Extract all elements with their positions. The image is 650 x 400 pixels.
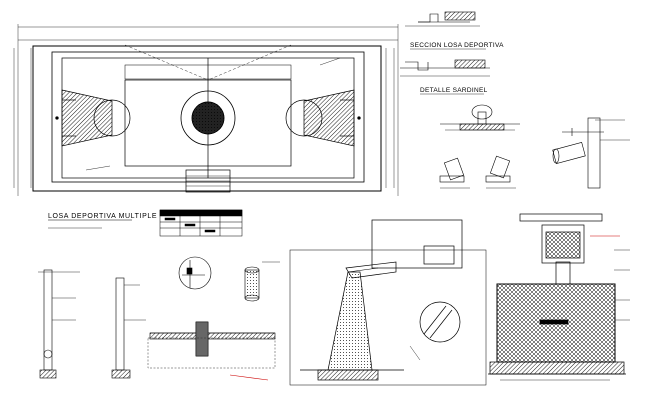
cylinder-detail bbox=[244, 261, 280, 302]
section-detail bbox=[405, 11, 480, 27]
post-elevation-left bbox=[38, 269, 80, 379]
section-drawing bbox=[400, 59, 490, 77]
bracket-details bbox=[439, 155, 516, 189]
post-elevation-center bbox=[111, 277, 146, 379]
backboard-structure-elevation bbox=[289, 219, 487, 386]
detail-title: DETALLE SARDINEL bbox=[420, 87, 488, 94]
main-title: LOSA DEPORTIVA MULTIPLE bbox=[48, 213, 157, 220]
court-plan bbox=[13, 24, 399, 196]
pipe-detail bbox=[552, 117, 630, 189]
footing-detail bbox=[147, 321, 276, 381]
section-title: SECCION LOSA DEPORTIVA bbox=[410, 42, 504, 49]
schedule-table bbox=[159, 209, 243, 237]
anchor-detail bbox=[178, 256, 212, 290]
post-head-detail bbox=[440, 104, 520, 131]
frontal-elevation bbox=[488, 213, 630, 381]
